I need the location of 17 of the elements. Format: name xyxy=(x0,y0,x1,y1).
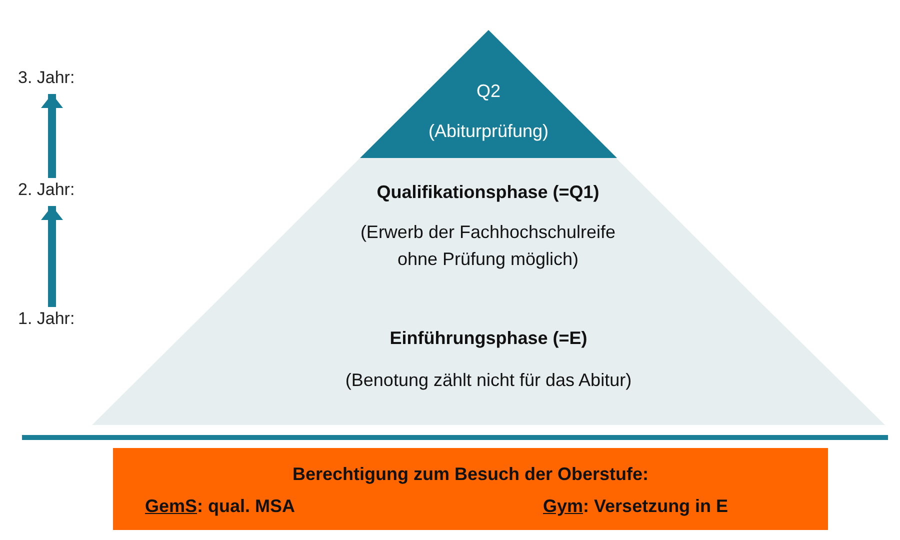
tier-description: (Erwerb der Fachhochschulreife ohne Prüfung möglich) xyxy=(359,221,617,271)
pyramid-tier xyxy=(92,293,885,425)
box-heading: Berechtigung zum Besuch der Oberstufe: xyxy=(291,464,650,485)
year-label: 3. Jahr: xyxy=(18,68,92,90)
requirement-box xyxy=(113,448,828,530)
tier-heading: Q2 xyxy=(476,80,500,103)
requirement-text: GemS: qual. MSA xyxy=(145,496,296,517)
tier-description: (Benotung zählt nicht für das Abitur) xyxy=(345,369,632,392)
year-label: 2. Jahr: xyxy=(18,180,92,202)
tier-heading: Einführungsphase (=E) xyxy=(390,326,588,350)
tier-heading: Qualifikationsphase (=Q1) xyxy=(376,181,600,204)
up-arrow xyxy=(41,94,63,178)
tier-description: (Abiturprüfung) xyxy=(428,120,549,143)
requirement-text: Gym: Versetzung in E xyxy=(543,496,728,517)
pyramid-tier xyxy=(225,158,751,293)
year-label: 1. Jahr: xyxy=(18,309,92,331)
up-arrow xyxy=(41,206,63,307)
